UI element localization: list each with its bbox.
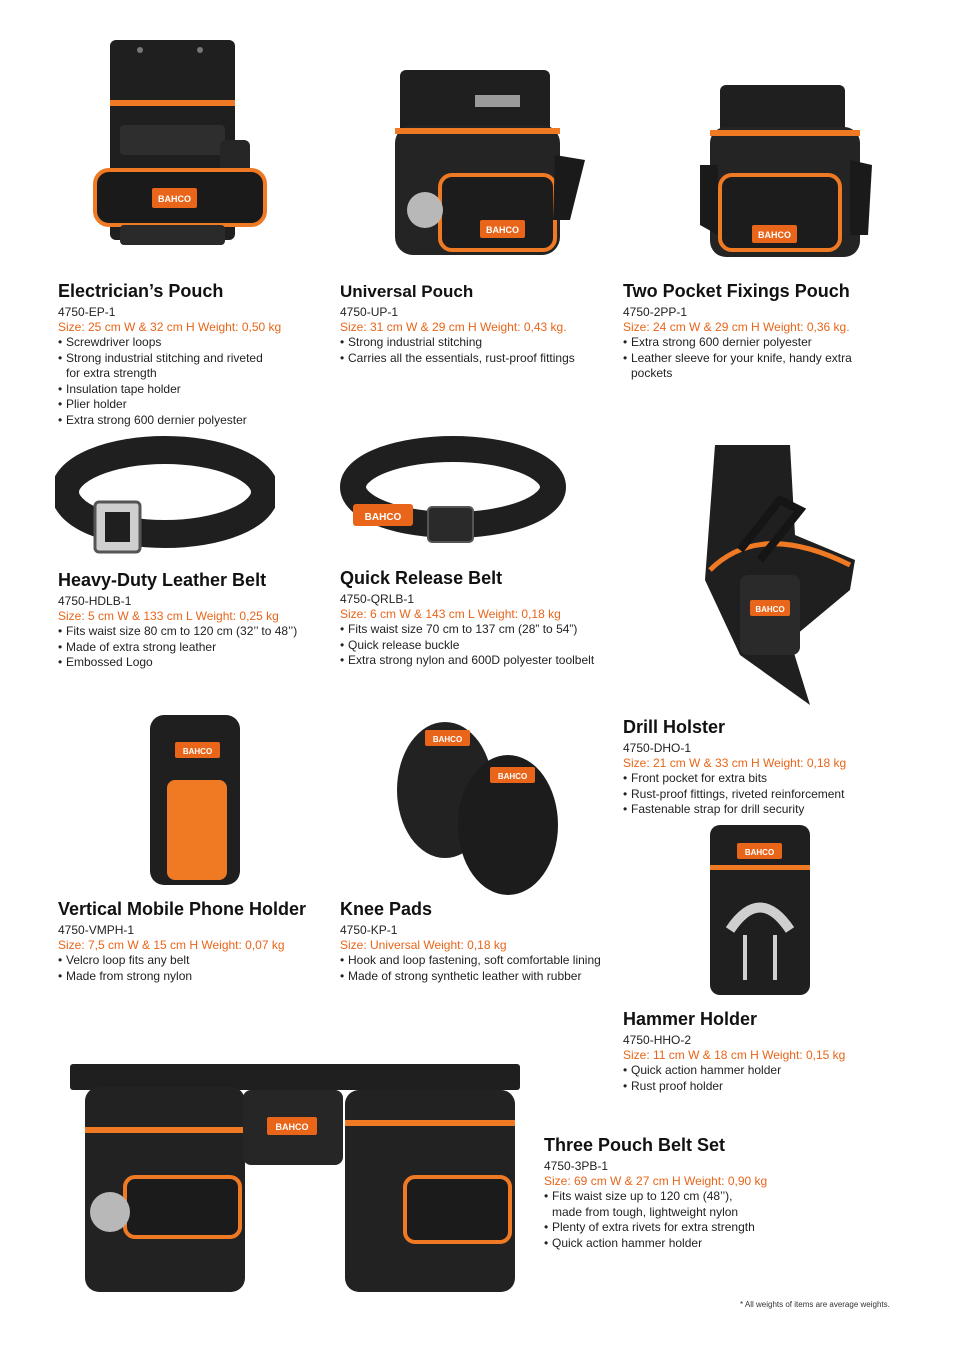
bahco-logo: BAHCO xyxy=(745,848,774,857)
feature-item: Extra strong 600 dernier polyester xyxy=(623,335,883,351)
product-code: 4750-VMPH-1 xyxy=(58,923,135,937)
product-title: Heavy-Duty Leather Belt xyxy=(58,570,267,590)
product-size: Size: 24 cm W & 29 cm H Weight: 0,36 kg. xyxy=(623,320,850,334)
product-size: Size: Universal Weight: 0,18 kg xyxy=(340,938,507,952)
feature-item: Rust proof holder xyxy=(623,1079,883,1095)
feature-item: Fastenable strap for drill security xyxy=(623,802,883,818)
product-drill-holster: Drill Holster 4750-DHO-1 Size: 21 cm W &… xyxy=(623,717,883,818)
feature-item: Made of extra strong leather xyxy=(58,640,333,656)
bahco-logo: BAHCO xyxy=(498,772,527,781)
feature-item: Quick action hammer holder xyxy=(544,1236,804,1252)
bahco-logo: BAHCO xyxy=(433,735,462,744)
weights-footnote: * All weights of items are average weigh… xyxy=(740,1300,890,1309)
product-heavy-duty-leather-belt: Heavy-Duty Leather Belt 4750-HDLB-1 Size… xyxy=(58,570,333,671)
product-three-pouch-belt-set: Three Pouch Belt Set 4750-3PB-1 Size: 69… xyxy=(544,1135,804,1251)
feature-list: Screwdriver loops Strong industrial stit… xyxy=(58,335,328,428)
feature-item: Carries all the essentials, rust-proof f… xyxy=(340,351,610,367)
feature-list: Fits waist size up to 120 cm (48’’), mad… xyxy=(544,1189,804,1251)
product-code: 4750-HHO-2 xyxy=(623,1033,692,1047)
bahco-logo: BAHCO xyxy=(758,230,791,240)
product-title: Universal Pouch xyxy=(340,282,474,301)
feature-item: Plier holder xyxy=(58,397,328,413)
feature-item: Rust-proof fittings, riveted reinforceme… xyxy=(623,787,883,803)
feature-list: Front pocket for extra bits Rust-proof f… xyxy=(623,771,883,818)
feature-item: Fits waist size up to 120 cm (48’’), mad… xyxy=(544,1189,742,1220)
product-title: Two Pocket Fixings Pouch xyxy=(623,281,850,301)
feature-item: Extra strong nylon and 600D polyester to… xyxy=(340,653,620,669)
feature-item: Quick release buckle xyxy=(340,638,620,654)
product-code: 4750-DHO-1 xyxy=(623,741,692,755)
feature-item: Screwdriver loops xyxy=(58,335,328,351)
feature-item: Leather sleeve for your knife, handy ext… xyxy=(623,351,861,382)
mobile-phone-holder-image: BAHCO xyxy=(150,715,240,885)
product-two-pocket-fixings-pouch: Two Pocket Fixings Pouch 4750-2PP-1 Size… xyxy=(623,281,883,382)
feature-list: Velcro loop fits any belt Made from stro… xyxy=(58,953,338,984)
product-electricians-pouch: Electrician’s Pouch 4750-EP-1 Size: 25 c… xyxy=(58,281,328,428)
product-code: 4750-KP-1 xyxy=(340,923,398,937)
drill-holster-image: BAHCO xyxy=(705,445,855,705)
quick-release-belt-image: BAHCO xyxy=(340,436,566,543)
product-size: Size: 21 cm W & 33 cm H Weight: 0,18 kg xyxy=(623,756,847,770)
product-size: Size: 6 cm W & 143 cm L Weight: 0,18 kg xyxy=(340,607,561,621)
feature-item: Fits waist size 70 cm to 137 cm (28” to … xyxy=(340,622,620,638)
product-title: Drill Holster xyxy=(623,717,726,737)
product-code: 4750-HDLB-1 xyxy=(58,594,132,608)
feature-item: Quick action hammer holder xyxy=(623,1063,883,1079)
heavy-duty-leather-belt-image xyxy=(55,436,275,554)
product-code: 4750-3PB-1 xyxy=(544,1159,609,1173)
product-title: Three Pouch Belt Set xyxy=(544,1135,726,1155)
product-size: Size: 69 cm W & 27 cm H Weight: 0,90 kg xyxy=(544,1174,768,1188)
product-title: Hammer Holder xyxy=(623,1009,758,1029)
feature-item: Velcro loop fits any belt xyxy=(58,953,338,969)
product-mobile-phone-holder: Vertical Mobile Phone Holder 4750-VMPH-1… xyxy=(58,899,338,984)
product-code: 4750-UP-1 xyxy=(340,305,399,319)
bahco-logo: BAHCO xyxy=(486,225,519,235)
knee-pads-image: BAHCO BAHCO xyxy=(397,722,558,895)
feature-list: Fits waist size 70 cm to 137 cm (28” to … xyxy=(340,622,620,669)
product-title: Electrician’s Pouch xyxy=(58,281,224,301)
feature-list: Quick action hammer holder Rust proof ho… xyxy=(623,1063,883,1094)
product-title: Knee Pads xyxy=(340,899,433,919)
feature-item: Plenty of extra rivets for extra strengt… xyxy=(544,1220,804,1236)
product-title: Vertical Mobile Phone Holder xyxy=(58,899,307,919)
feature-item: Made of strong synthetic leather with ru… xyxy=(340,969,620,985)
bahco-logo: BAHCO xyxy=(183,747,212,756)
universal-pouch-image: BAHCO xyxy=(395,70,585,255)
hammer-holder-image: BAHCO xyxy=(710,825,810,995)
product-code: 4750-EP-1 xyxy=(58,305,116,319)
feature-item: Insulation tape holder xyxy=(58,382,328,398)
feature-list: Extra strong 600 dernier polyester Leath… xyxy=(623,335,883,382)
product-hammer-holder: Hammer Holder 4750-HHO-2 Size: 11 cm W &… xyxy=(623,1009,883,1094)
product-size: Size: 25 cm W & 32 cm H Weight: 0,50 kg xyxy=(58,320,282,334)
feature-list: Fits waist size 80 cm to 120 cm (32’’ to… xyxy=(58,624,333,671)
product-quick-release-belt: Quick Release Belt 4750-QRLB-1 Size: 6 c… xyxy=(340,568,620,669)
feature-item: Strong industrial stitching and riveted … xyxy=(58,351,276,382)
product-code: 4750-2PP-1 xyxy=(623,305,688,319)
feature-list: Hook and loop fastening, soft comfortabl… xyxy=(340,953,620,984)
feature-item: Hook and loop fastening, soft comfortabl… xyxy=(340,953,620,969)
feature-item: Strong industrial stitching xyxy=(340,335,610,351)
feature-list: Strong industrial stitching Carries all … xyxy=(340,335,610,366)
feature-item: Made from strong nylon xyxy=(58,969,338,985)
bahco-logo: BAHCO xyxy=(158,194,191,204)
product-size: Size: 5 cm W & 133 cm L Weight: 0,25 kg xyxy=(58,609,279,623)
product-code: 4750-QRLB-1 xyxy=(340,592,415,606)
feature-item: Fits waist size 80 cm to 120 cm (32’’ to… xyxy=(58,624,333,640)
bahco-logo: BAHCO xyxy=(276,1122,309,1132)
product-universal-pouch: Universal Pouch 4750-UP-1 Size: 31 cm W … xyxy=(340,281,610,366)
bahco-logo: BAHCO xyxy=(365,512,402,523)
three-pouch-belt-set-image: BAHCO xyxy=(70,1064,520,1292)
two-pocket-fixings-pouch-image: BAHCO xyxy=(700,85,872,257)
product-size: Size: 7,5 cm W & 15 cm H Weight: 0,07 kg xyxy=(58,938,285,952)
feature-item: Extra strong 600 dernier polyester xyxy=(58,413,328,429)
product-size: Size: 31 cm W & 29 cm H Weight: 0,43 kg. xyxy=(340,320,567,334)
feature-item: Front pocket for extra bits xyxy=(623,771,883,787)
product-title: Quick Release Belt xyxy=(340,568,503,588)
product-size: Size: 11 cm W & 18 cm H Weight: 0,15 kg xyxy=(623,1048,846,1062)
feature-item: Embossed Logo xyxy=(58,655,333,671)
electricians-pouch-image: BAHCO xyxy=(93,40,267,245)
bahco-logo: BAHCO xyxy=(755,605,784,614)
product-knee-pads: Knee Pads 4750-KP-1 Size: Universal Weig… xyxy=(340,899,620,984)
